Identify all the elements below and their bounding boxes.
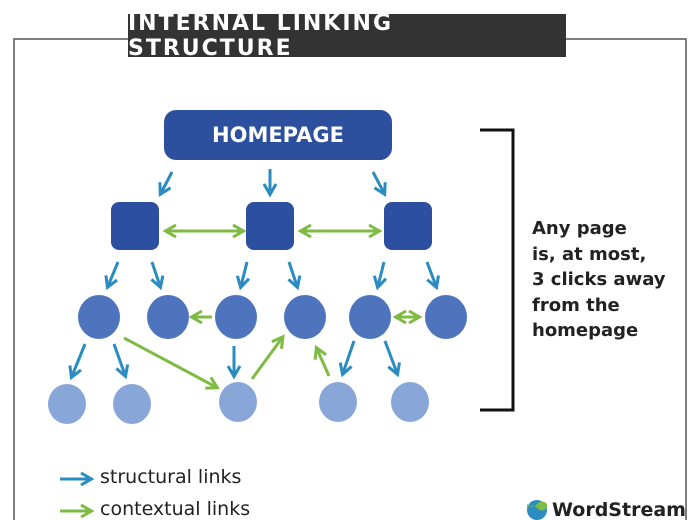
brand-name: WordStream (552, 499, 686, 520)
structural-arrow (104, 261, 120, 291)
legend-contextual: contextual links (100, 498, 251, 520)
level2-page (147, 295, 189, 339)
structural-arrow (68, 343, 87, 381)
structural-arrow (158, 171, 174, 198)
level2-page (349, 295, 391, 339)
level3-pages (48, 382, 429, 424)
structural-arrows (68, 169, 440, 381)
note-line: 3 clicks away (532, 269, 666, 290)
structural-arrow (425, 261, 440, 291)
structural-arrow (383, 340, 401, 378)
level1-page (246, 202, 294, 250)
level2-page (425, 295, 467, 339)
page-title: INTERNAL LINKING STRUCTURE (128, 11, 566, 61)
level3-page (113, 384, 151, 424)
contextual-arrow (313, 344, 331, 377)
structural-arrow (150, 261, 165, 291)
contextual-arrow (250, 334, 285, 380)
level2-pages (78, 295, 467, 339)
contextual-arrows (123, 223, 423, 390)
note-line: Any page (532, 218, 627, 239)
structural-arrow (371, 171, 387, 198)
note-line: homepage (532, 320, 639, 341)
level3-page (391, 382, 429, 422)
note-line: from the (532, 294, 620, 316)
level2-page (78, 295, 120, 339)
click-depth-note: Any page is, at most, 3 clicks away from… (532, 216, 666, 344)
level2-page (284, 295, 326, 339)
contextual-arrow (123, 336, 220, 390)
level3-page (319, 382, 357, 422)
frame (13, 38, 687, 520)
structural-arrow (338, 340, 356, 378)
structural-arrow (112, 343, 130, 380)
structural-arrow (235, 261, 251, 291)
level1-page (111, 202, 159, 250)
legend-structural: structural links (100, 466, 242, 488)
brand-logo: WordStream (526, 499, 686, 520)
level1-page (384, 202, 432, 250)
structural-arrow (287, 261, 302, 291)
level3-page (48, 384, 86, 424)
bracket (480, 128, 515, 412)
level1-pages (111, 202, 432, 250)
wordstream-logo-icon (527, 500, 547, 520)
level3-page (219, 382, 257, 422)
homepage-node: HOMEPAGE (164, 110, 392, 160)
structural-arrow (372, 261, 388, 291)
level2-page (215, 295, 257, 339)
note-line: is, at most, (532, 243, 647, 265)
